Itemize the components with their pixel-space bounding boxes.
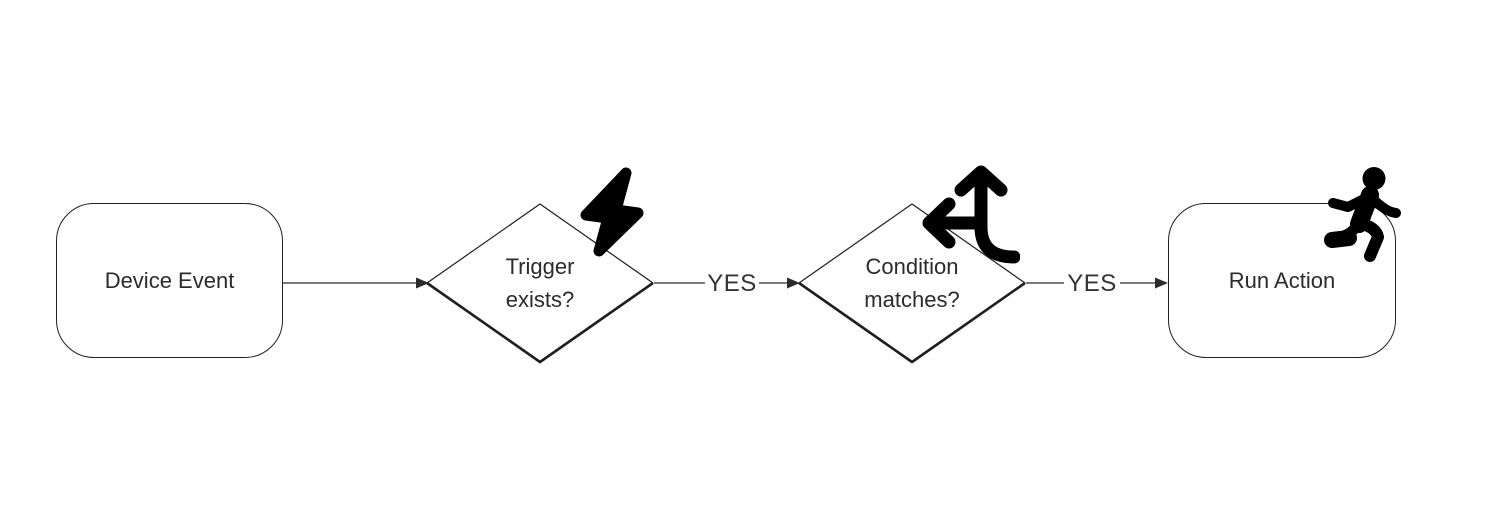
arrowhead [1155, 277, 1168, 289]
lightning-icon [572, 163, 650, 263]
edge-device-to-trigger [283, 277, 429, 289]
arrowhead [416, 277, 429, 289]
node-condition-matches[interactable] [798, 203, 1026, 364]
node-label: Device Event [104, 268, 235, 293]
edge-condition-to-action [1026, 277, 1168, 289]
edge-label-yes-1: YES [707, 270, 757, 297]
node-label: Run Action [1228, 268, 1336, 293]
edge-trigger-to-condition [654, 277, 800, 289]
node-device-event[interactable]: Device Event [56, 203, 283, 358]
running-person-icon [1324, 163, 1402, 265]
edge-label-yes-2: YES [1067, 270, 1117, 297]
split-arrows-icon [918, 163, 1020, 269]
arrowhead [787, 277, 800, 289]
